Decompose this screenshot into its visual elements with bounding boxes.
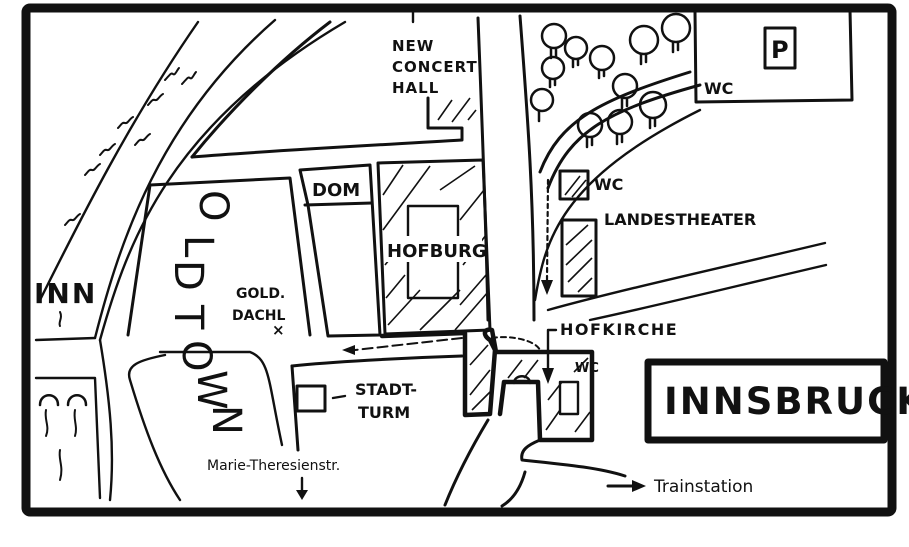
hofkirche-building (558, 380, 580, 416)
arrow-east-icon (632, 480, 646, 492)
water-waves-icon (58, 67, 197, 327)
letter-l: L (175, 235, 221, 258)
letter-d: D (165, 260, 211, 291)
arrow-down-icon (541, 280, 553, 295)
arrow-left-icon (342, 345, 355, 355)
label-wc-theater: WC (594, 175, 623, 194)
label-landestheater: LANDESTHEATER (604, 210, 756, 229)
arcade-windows (38, 394, 88, 481)
parking-icon (763, 26, 797, 70)
label-wc-park: WC (704, 79, 733, 98)
map-title: INNSBRUCK (664, 380, 909, 423)
label-marie-theresien: Marie-Theresienstr. (207, 458, 340, 474)
label-inn: INN (34, 277, 97, 310)
map-frame (21, 3, 897, 517)
walking-route-park (545, 178, 550, 282)
letter-n: N (203, 405, 249, 435)
arrow-south-icon (296, 490, 308, 500)
label-new-concert-hall: NEW CONCERT HALL (392, 37, 478, 97)
label-dom: DOM (312, 180, 360, 201)
label-concert: CONCERT (392, 58, 478, 76)
gold-dachl-marker-icon: × (272, 321, 285, 339)
letter-w: W (188, 370, 234, 410)
stadtturm-building (295, 384, 327, 413)
walking-route-old-town (354, 337, 463, 351)
letter-o2: O (173, 340, 219, 371)
new-concert-hall-hatch (437, 97, 477, 123)
label-hofkirche: HOFKIRCHE (560, 320, 678, 339)
label-turm: TURM (358, 403, 410, 422)
label-new: NEW (392, 37, 434, 55)
label-parking: P (771, 36, 789, 64)
label-hofburg: HOFBURG (387, 241, 487, 262)
park-trees (529, 12, 702, 302)
label-hall: HALL (392, 79, 439, 97)
label-dachl: DACHL (232, 308, 285, 324)
landestheater-building (560, 218, 598, 298)
label-gold: GOLD. (236, 286, 285, 302)
label-stadt: STADT- (355, 380, 417, 399)
label-wc-hofkirche: WC (575, 361, 599, 376)
label-trainstation: Trainstation (653, 477, 753, 497)
tree-icon (529, 12, 692, 149)
wc-theater-building (558, 169, 590, 201)
letter-o: O (190, 190, 236, 221)
label-old-town: O L D T O W N (165, 190, 249, 435)
letter-t: T (165, 304, 211, 330)
arrow-hofkirche-icon (542, 368, 554, 384)
title-box (644, 358, 888, 444)
